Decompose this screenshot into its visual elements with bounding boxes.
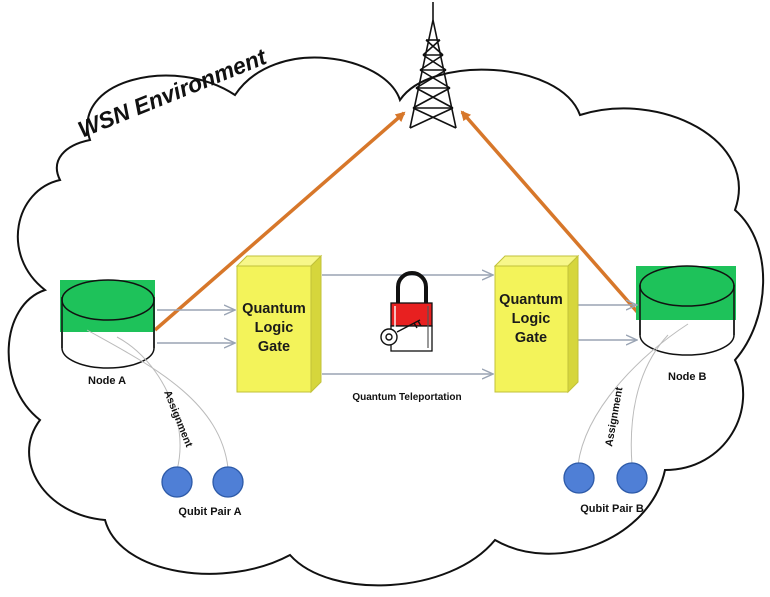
node-a-cylinder (60, 279, 155, 369)
tower-icon (409, 2, 457, 129)
uplink-node-a (153, 111, 406, 332)
assignment-curves-left (86, 329, 229, 471)
qubit-b1 (563, 462, 595, 494)
quantum-teleportation-label: Quantum Teleportation (352, 392, 461, 403)
qubit-b2 (616, 462, 648, 494)
qubit-pair-b (563, 462, 648, 494)
uplink-node-b (460, 110, 642, 317)
lock-icon (390, 271, 433, 352)
assignment-curves-right (577, 323, 689, 466)
quantum-logic-gate-right: Quantum Logic Gate (493, 254, 580, 394)
quantum-logic-gate-left: Quantum Logic Gate (235, 254, 323, 394)
qubit-pair-a-label: Qubit Pair A (178, 506, 241, 518)
gate-right-line2: Logic (512, 311, 551, 327)
key-icon (380, 319, 422, 346)
qubit-pair-b-label: Qubit Pair B (580, 503, 644, 515)
qubit-pair-a (161, 466, 244, 498)
node-b-cylinder (636, 265, 736, 356)
qubit-a2 (212, 466, 244, 498)
qubit-a1 (161, 466, 193, 498)
gate-right-line1: Quantum (499, 292, 563, 308)
cloud-environment (7, 56, 765, 587)
gate-left-line3: Gate (258, 339, 290, 355)
gate-right-line3: Gate (515, 330, 547, 346)
node-b-label: Node B (668, 371, 707, 383)
node-a-label: Node A (88, 375, 126, 387)
gate-left-line1: Quantum (242, 301, 306, 317)
gate-left-line2: Logic (255, 320, 294, 336)
